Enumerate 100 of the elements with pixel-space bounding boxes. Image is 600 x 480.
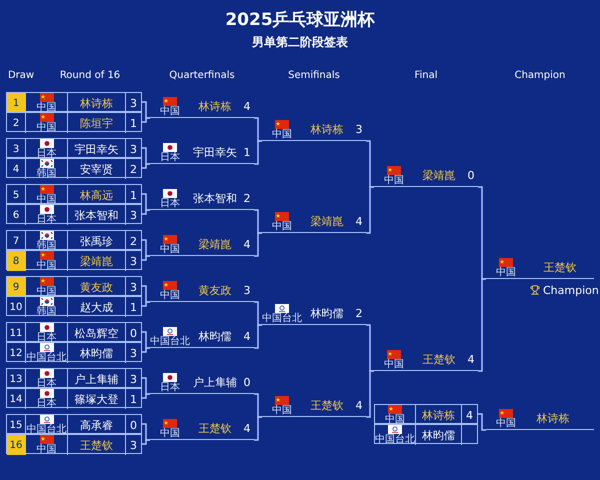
- score: 3: [130, 280, 137, 294]
- score: 4: [242, 100, 252, 113]
- bracket-line: [142, 163, 150, 169]
- bracket-line: [142, 255, 150, 261]
- bracket-line: [366, 370, 374, 418]
- bracket-slot: [150, 142, 254, 164]
- draw-number: 15: [8, 418, 24, 432]
- bracket-line: [478, 278, 486, 372]
- bracket-line: [142, 285, 150, 303]
- draw-number: 7: [12, 234, 20, 248]
- score: 3: [130, 208, 137, 222]
- bracket-slot: [150, 372, 254, 394]
- bracket-slot: [150, 280, 254, 302]
- score: 3: [130, 346, 137, 360]
- country-label: 中国: [36, 445, 56, 455]
- country-label: 日本: [36, 399, 56, 409]
- country-label: 日本: [160, 152, 180, 162]
- bracket-slot: [374, 165, 478, 187]
- bracket-line: [254, 140, 262, 165]
- bracket-line: [142, 393, 150, 399]
- bracket-line: [478, 413, 486, 431]
- score: 1: [242, 146, 252, 159]
- draw-number: 1: [7, 93, 25, 113]
- country-label: 中国: [385, 415, 405, 425]
- bracket-row: [6, 230, 142, 250]
- bracket-line: [142, 423, 150, 441]
- draw-number: 3: [12, 142, 20, 156]
- country-label: 日本: [160, 198, 180, 208]
- column-header: Semifinals: [287, 70, 341, 81]
- player-name: 户上隼辅: [192, 375, 238, 390]
- bracket-line: [366, 324, 374, 372]
- player-name: 高承睿: [80, 418, 113, 432]
- player-name: 张禹珍: [80, 234, 113, 248]
- subtitle: 男单第二阶段签表: [250, 34, 349, 51]
- score: 3: [130, 372, 137, 386]
- title: 2025乒乓球亚洲杯: [224, 9, 376, 31]
- column-header: Quarterfinals: [168, 70, 236, 81]
- score: 4: [242, 422, 252, 435]
- score: 3: [130, 438, 137, 452]
- bracket-slot: [262, 395, 366, 417]
- score: 1: [130, 300, 137, 314]
- country-label: 韩国: [36, 169, 56, 179]
- country-label: 中国: [160, 244, 180, 254]
- bracket-row: [6, 322, 142, 342]
- player-name: 安宰贤: [80, 162, 113, 176]
- country-label: 日本: [36, 215, 56, 225]
- country-label: 中国: [36, 195, 56, 205]
- bracket-row: [6, 92, 142, 112]
- draw-number: 16: [7, 435, 25, 455]
- draw-number: 9: [7, 277, 25, 297]
- player-name: 篠塚大登: [74, 392, 118, 406]
- country-label: 中国: [272, 222, 292, 232]
- bracket-slot: [374, 349, 478, 371]
- draw-number: 8: [7, 251, 25, 271]
- bracket-line: [142, 239, 150, 257]
- draw-number: 12: [8, 346, 24, 360]
- bracket-slot: [486, 408, 594, 430]
- player-name: 王楚钦: [422, 352, 456, 367]
- player-name: 王楚钦: [198, 421, 232, 436]
- bracket-line: [254, 209, 262, 234]
- country-label: 日本: [36, 149, 56, 159]
- country-label: 中国: [160, 428, 180, 438]
- player-name: 林昀儒: [310, 306, 344, 321]
- bracket-line: [254, 117, 262, 142]
- player-name: 黄友政: [80, 280, 113, 294]
- bracket-line: [478, 186, 486, 280]
- bracket-row: [6, 250, 142, 270]
- draw-number: 4: [12, 162, 20, 176]
- bracket-line: [142, 209, 150, 215]
- country-label: 中国: [272, 406, 292, 416]
- bracket-line: [366, 186, 374, 234]
- country-label: 中国: [36, 261, 56, 271]
- score: 0: [466, 169, 476, 182]
- bracket-line: [254, 301, 262, 326]
- player-name: 张本智和: [192, 191, 238, 206]
- country-label: 中国台北: [262, 314, 302, 324]
- country-label: 中国: [384, 360, 404, 370]
- country-label: 中国: [160, 290, 180, 300]
- bracket-slot: [262, 211, 366, 233]
- player-name: 梁靖崑: [310, 214, 344, 229]
- column-header: Round of 16: [58, 70, 122, 81]
- score: 4: [466, 353, 476, 366]
- country-label: 中国: [496, 268, 516, 278]
- bracket-row: [6, 368, 142, 388]
- bracket-row: [6, 388, 142, 408]
- bracket-row: [6, 414, 142, 434]
- score: 4: [354, 399, 364, 412]
- player-name: 梁靖崑: [198, 237, 232, 252]
- bracket-row: [6, 184, 142, 204]
- draw-number: 14: [8, 392, 24, 406]
- score: 3: [242, 284, 252, 297]
- bracket-line: [142, 117, 150, 123]
- score: 3: [130, 254, 137, 268]
- player-name: 王楚钦: [310, 398, 344, 413]
- score: 1: [130, 116, 137, 130]
- bracket-row: [6, 434, 142, 454]
- score: 0: [130, 418, 137, 432]
- player-name: 林昀儒: [422, 428, 455, 442]
- draw-number: 2: [12, 116, 20, 130]
- draw-number: 10: [8, 300, 24, 314]
